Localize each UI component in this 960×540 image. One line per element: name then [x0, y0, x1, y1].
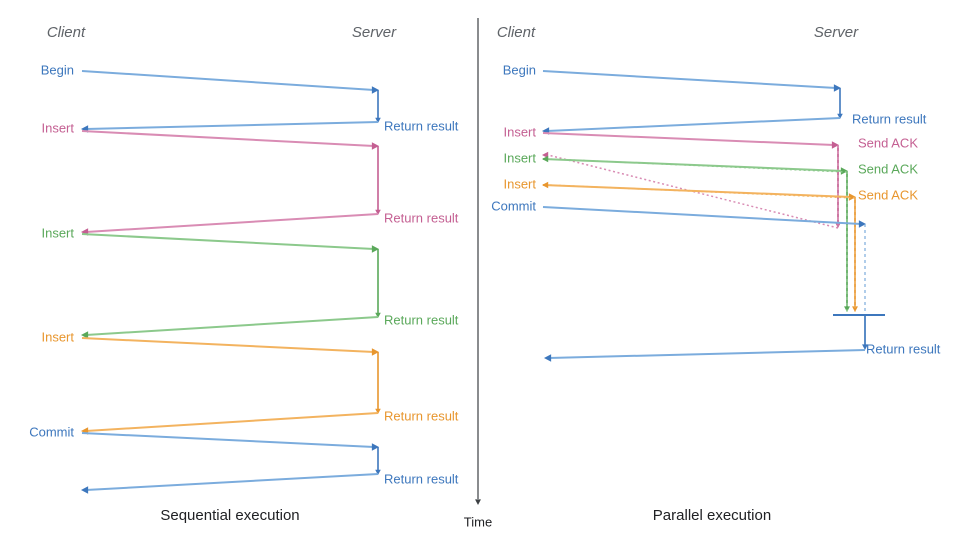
ack-line-insert1 [547, 154, 839, 229]
request-line-commit [542, 206, 862, 225]
response-line-begin [85, 121, 379, 130]
ack-arrowhead-insert3 [542, 181, 549, 189]
activation-arrowhead-commit [375, 469, 381, 475]
lane-title-client-parallel: Client [497, 24, 536, 41]
request-arrowhead-commit [371, 443, 379, 451]
response-line-insert3 [85, 412, 379, 432]
message-label-client-parallel-0: Begin [503, 62, 536, 77]
request-line-commit [81, 432, 375, 448]
response-line-begin [546, 117, 841, 132]
request-arrowhead-insert3 [848, 193, 856, 201]
message-label-client-parallel-4: Commit [491, 198, 536, 213]
time-axis-arrowhead [475, 499, 481, 505]
message-label-server-sequential-4: Return result [384, 471, 459, 486]
request-line-begin [81, 70, 375, 91]
request-line-insert1 [542, 132, 835, 146]
response-line-insert2 [85, 316, 379, 336]
message-label-server-parallel-1: Send ACK [858, 135, 918, 150]
message-label-client-sequential-1: Insert [41, 120, 74, 135]
lane-title-server-sequential: Server [352, 24, 397, 41]
message-label-client-sequential-2: Insert [41, 225, 74, 240]
response-line-commit [548, 349, 866, 359]
request-arrowhead-insert2 [840, 167, 848, 175]
message-label-server-parallel-3: Send ACK [858, 187, 918, 202]
message-label-server-parallel-0: Return result [852, 111, 927, 126]
message-label-client-sequential-3: Insert [41, 329, 74, 344]
ack-line-insert2 [547, 158, 848, 173]
ack-arrowhead-insert2 [542, 155, 549, 163]
activation-arrowhead-insert3 [852, 306, 858, 312]
time-axis-label: Time [464, 514, 492, 529]
request-arrowhead-commit [858, 220, 866, 228]
response-arrowhead-commit [81, 486, 89, 494]
message-label-server-sequential-3: Return result [384, 408, 459, 423]
activation-arrowhead-begin [837, 113, 843, 119]
commit-activation-arrowhead [862, 344, 868, 350]
message-label-server-parallel-2: Send ACK [858, 161, 918, 176]
message-label-server-sequential-1: Return result [384, 210, 459, 225]
request-arrowhead-insert1 [371, 142, 379, 150]
message-label-client-sequential-0: Begin [41, 62, 74, 77]
request-arrowhead-insert3 [371, 348, 379, 356]
message-label-client-sequential-4: Commit [29, 424, 74, 439]
request-line-insert1 [81, 130, 375, 147]
message-label-client-parallel-1: Insert [503, 124, 536, 139]
response-line-commit [85, 473, 379, 491]
panel-caption-sequential: Sequential execution [160, 507, 299, 524]
request-line-begin [542, 70, 837, 89]
response-line-insert1 [85, 213, 379, 233]
panel-caption-parallel: Parallel execution [653, 507, 771, 524]
activation-arrowhead-insert3 [375, 408, 381, 414]
request-line-insert2 [81, 233, 375, 250]
activation-arrowhead-begin [375, 117, 381, 123]
activation-arrowhead-insert1 [375, 209, 381, 215]
request-arrowhead-insert2 [371, 245, 379, 253]
request-arrowhead-insert1 [831, 141, 839, 149]
activation-arrowhead-insert2 [375, 312, 381, 318]
response-arrowhead-insert2 [81, 331, 89, 339]
request-arrowhead-begin [833, 84, 841, 92]
message-label-server-sequential-2: Return result [384, 312, 459, 327]
message-label-server-parallel-4: Return result [866, 341, 941, 356]
lane-title-client-sequential: Client [47, 24, 86, 41]
ack-line-insert3 [547, 184, 856, 199]
lane-title-server-parallel: Server [814, 24, 859, 41]
message-label-client-parallel-3: Insert [503, 176, 536, 191]
message-label-server-sequential-0: Return result [384, 118, 459, 133]
response-arrowhead-commit [544, 354, 552, 362]
request-line-insert3 [81, 337, 375, 353]
message-label-client-parallel-2: Insert [503, 150, 536, 165]
request-arrowhead-begin [371, 86, 379, 94]
